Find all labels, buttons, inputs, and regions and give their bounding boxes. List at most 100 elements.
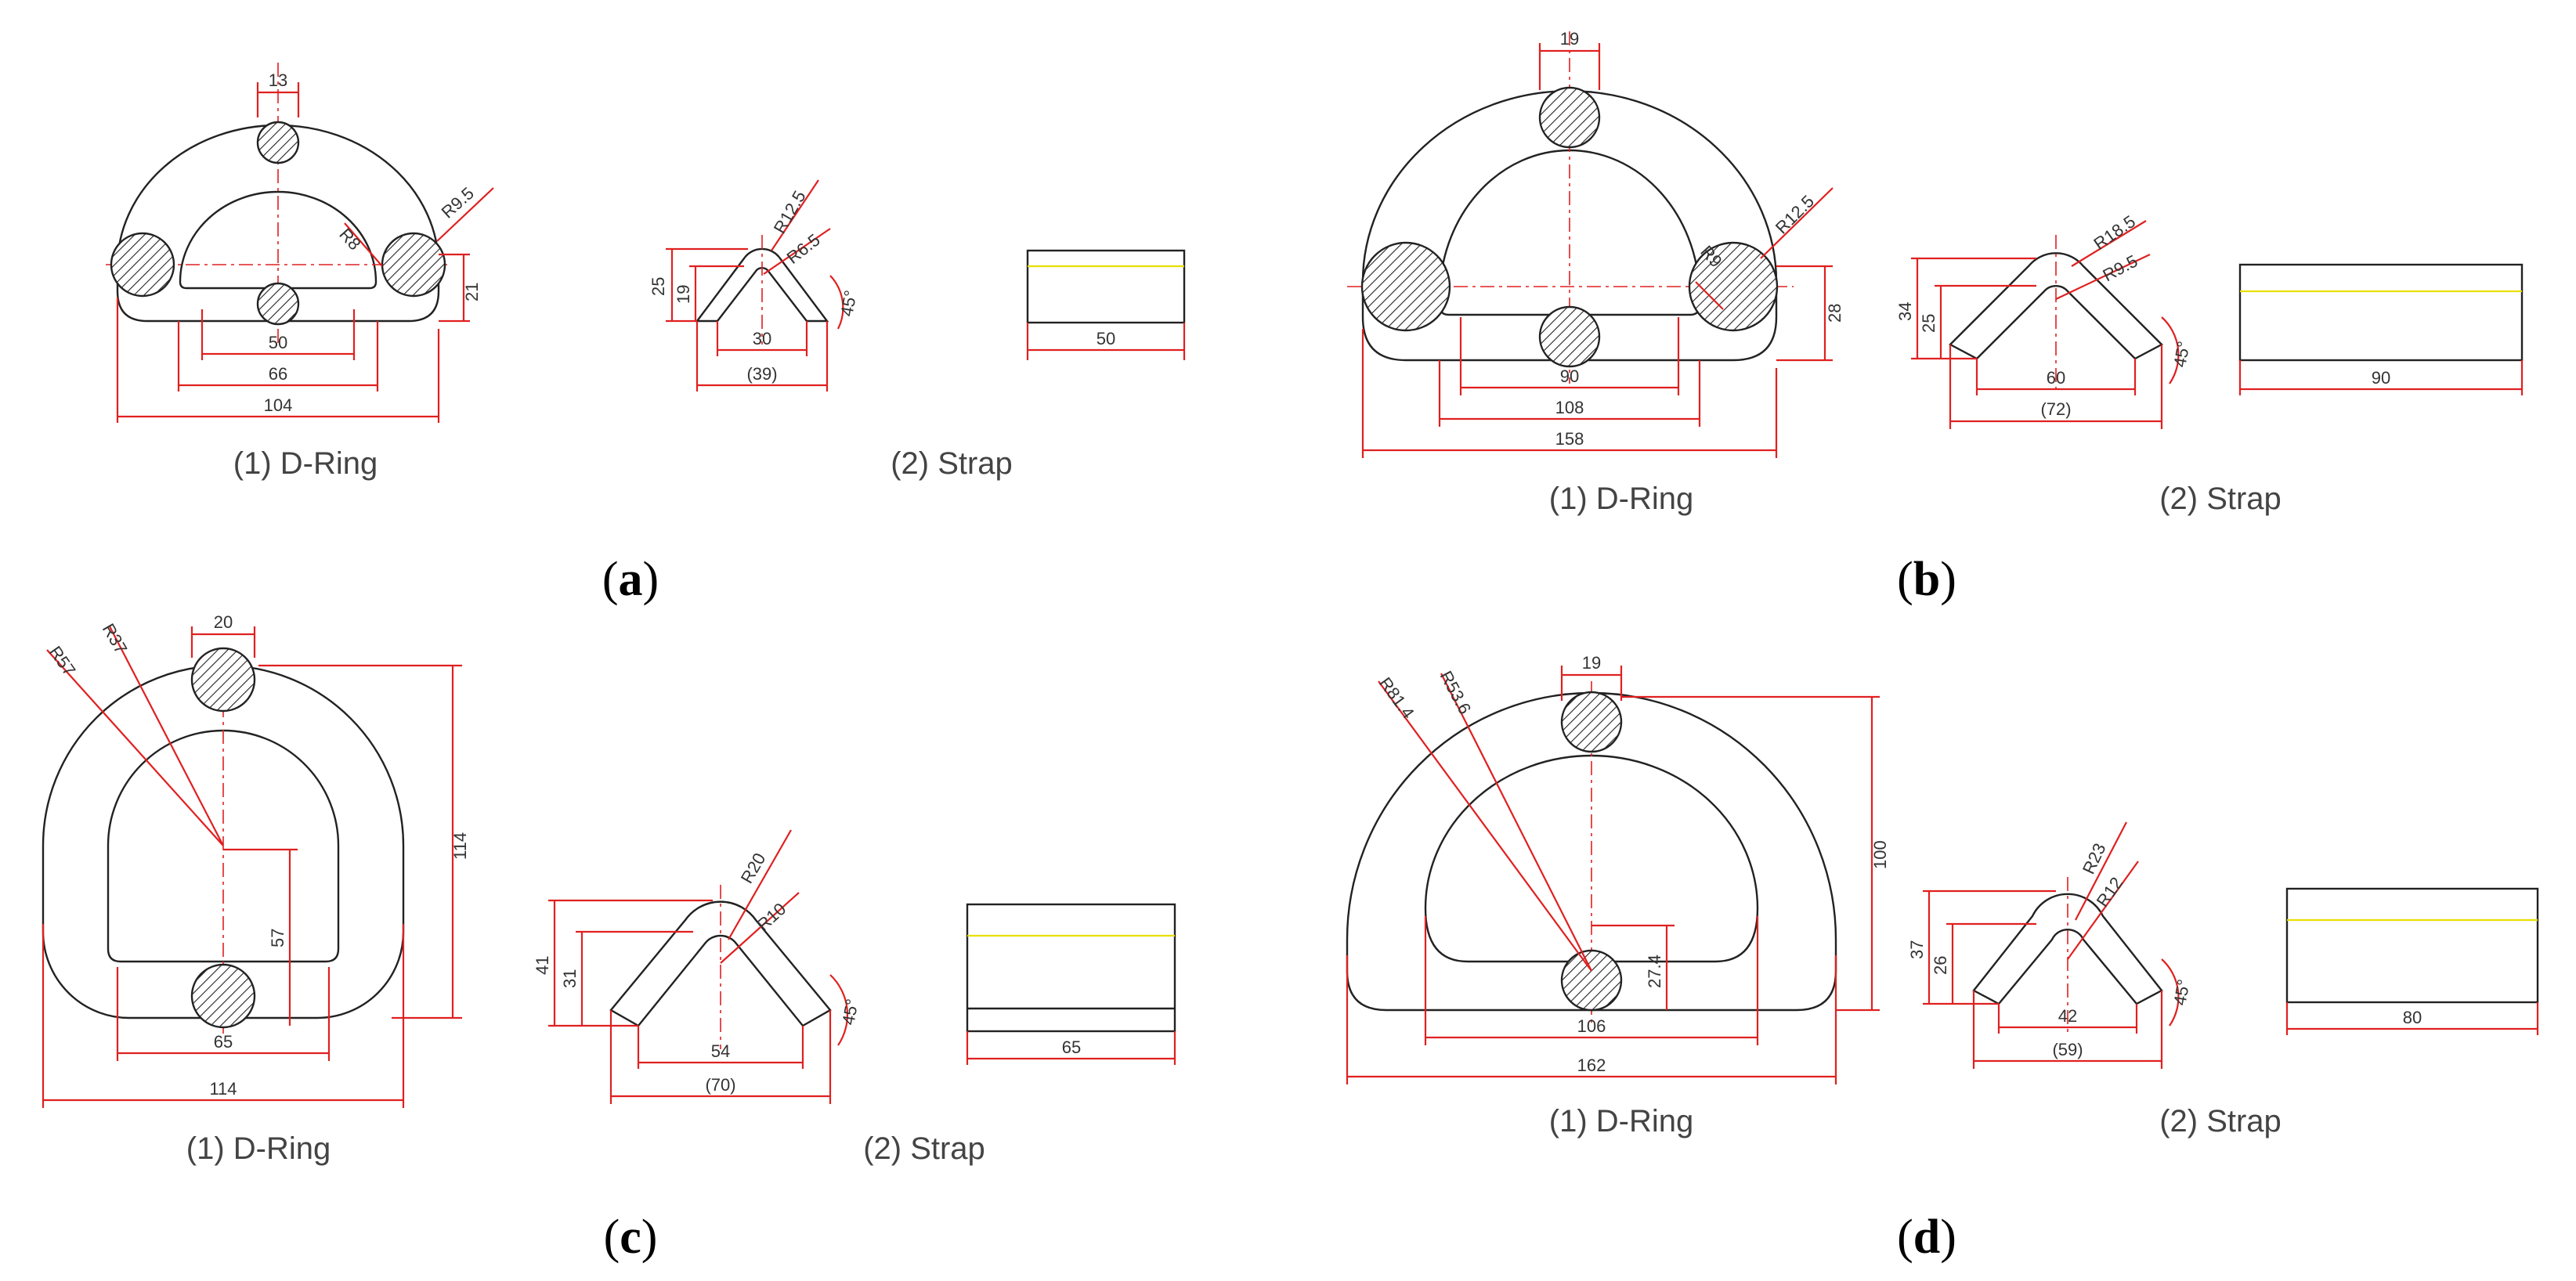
panel-label-d: (d) <box>1897 1211 1956 1264</box>
dim-strap-r-inner: R9.5 <box>2100 251 2141 286</box>
dim-height: 21 <box>462 283 482 301</box>
leader-strap-r-inner <box>720 892 800 964</box>
dim-height: 100 <box>1870 840 1890 869</box>
dim-height: 114 <box>450 832 470 860</box>
leader-strap-r-inner <box>763 228 831 275</box>
dim-d3: 162 <box>1577 1055 1606 1075</box>
caption-d-ring: (1) D-Ring <box>1549 1104 1693 1138</box>
caption-d-ring: (1) D-Ring <box>186 1131 331 1166</box>
dim-h-inner: 25 <box>1919 314 1938 333</box>
dim-length: 65 <box>1062 1037 1081 1057</box>
panel-label-a: (a) <box>602 553 659 606</box>
dim-strap-r-outer: R23 <box>2079 840 2110 877</box>
leader-strap-r-inner <box>2055 254 2151 300</box>
strap-plan-b: 90 <box>2238 263 2524 395</box>
angle-arc <box>829 275 844 330</box>
leader-strap-r-outer <box>2071 220 2147 267</box>
rod-section-left <box>1360 241 1451 332</box>
dim-w-outer: (72) <box>2040 399 2071 419</box>
caption-strap: (2) Strap <box>2159 1104 2282 1138</box>
strap-plan-outline <box>966 903 1176 1033</box>
dim-r-inner: R8 <box>335 225 364 254</box>
dim-angle: 45° <box>838 998 862 1027</box>
d-ring-outer-outline <box>42 664 405 1019</box>
strap-plan-outline <box>1026 249 1186 324</box>
leader-r-inner <box>1440 673 1592 972</box>
rod-section-bottom <box>1560 949 1623 1012</box>
dim-w-inner: 60 <box>2047 368 2065 388</box>
dim-h-outer: 25 <box>649 277 668 296</box>
panel-label-c: (c) <box>604 1211 658 1264</box>
dim-d2: 108 <box>1555 398 1584 417</box>
dim-rod: 19 <box>1560 29 1579 49</box>
dim-w-outer: (39) <box>746 364 777 384</box>
leader-r-outer <box>436 187 494 242</box>
angle-arc <box>2161 316 2180 384</box>
d-ring-inner-outline <box>107 729 340 963</box>
d-ring-outer-outline <box>1361 89 1778 362</box>
d-ring-outer-outline <box>116 124 440 323</box>
panel-c: 20 R57 R37 114 57 65 114 (1) D-Ring 41 <box>42 612 1176 1264</box>
panel-d: 19 R81.4 R53.6 100 27.4 106 162 (1) D-Ri… <box>1346 653 2539 1264</box>
leader-r-outer <box>1378 680 1592 972</box>
strap-plan-outline <box>2285 887 2539 1004</box>
rod-section-top <box>1560 691 1623 753</box>
dim-w-outer: (59) <box>2052 1040 2083 1059</box>
dim-length: 50 <box>1097 329 1115 348</box>
caption-strap: (2) Strap <box>891 446 1013 481</box>
strap-profile <box>695 247 829 323</box>
d-ring-drawing-b: 19 R12.5 R9 28 90 108 158 <box>1347 29 1844 458</box>
leader-r-outer <box>1760 187 1834 259</box>
dim-w-outer: (70) <box>705 1075 735 1095</box>
strap-plan-outline <box>2238 263 2524 362</box>
strap-drawing-a: 25 19 R12.5 R6.5 45° 30 (39) <box>649 179 861 392</box>
dim-r-outer: R57 <box>45 643 80 680</box>
dim-r-inner: R53.6 <box>1436 668 1476 718</box>
rod-section-top <box>256 121 300 164</box>
dim-inner-h: 27.4 <box>1645 954 1664 988</box>
rod-section-top <box>1538 86 1601 149</box>
dim-h-outer: 34 <box>1895 302 1915 321</box>
strap-profile <box>1949 252 2163 360</box>
dim-d3: 104 <box>264 395 293 415</box>
leader-strap-r-inner <box>2067 861 2139 960</box>
dim-h-inner: 26 <box>1931 956 1950 975</box>
d-ring-drawing-d: 19 R81.4 R53.6 100 27.4 106 162 <box>1346 653 1890 1084</box>
rod-section-bottom <box>190 963 256 1029</box>
dim-rod: 20 <box>214 612 233 632</box>
dim-angle: 45° <box>836 289 860 318</box>
rod-section-bottom <box>1538 305 1601 368</box>
dim-h-inner: 19 <box>674 285 693 304</box>
dim-w-inner: 30 <box>753 329 771 348</box>
dim-d2: 66 <box>269 364 287 384</box>
rod-section-right <box>381 232 446 298</box>
dim-h-outer: 41 <box>533 956 552 975</box>
strap-drawing-b: 34 25 R18.5 R9.5 45° 60 (72) <box>1895 211 2194 429</box>
dim-d1: 65 <box>214 1032 233 1052</box>
caption-strap: (2) Strap <box>863 1131 985 1166</box>
leader-r-inner <box>344 222 383 267</box>
rod-section-left <box>110 232 175 298</box>
dim-length: 80 <box>2403 1008 2422 1027</box>
d-ring-inner-outline <box>1438 149 1701 316</box>
strap-profile <box>1972 893 2163 1005</box>
strap-drawing-c: 41 31 R20 R10 45° 54 (70) <box>533 829 862 1104</box>
strap-drawing-d: 37 26 R23 R12 45° 42 (59) <box>1907 821 2194 1069</box>
d-ring-outer-outline <box>1346 691 1837 1012</box>
dim-strap-r-outer: R20 <box>737 850 770 886</box>
d-ring-drawing-a: 13 R9.5 R8 21 50 66 104 <box>106 63 494 423</box>
leader-strap-r-outer <box>2075 821 2127 921</box>
panel-label-b: (b) <box>1897 553 1956 606</box>
leader-r-inner <box>109 626 224 846</box>
dim-r-outer: R12.5 <box>1772 191 1818 237</box>
rod-section-top <box>190 647 256 713</box>
dim-length: 90 <box>2372 368 2390 388</box>
dim-h-inner: 31 <box>560 969 580 988</box>
angle-arc <box>2161 958 2180 1027</box>
dim-d1: 106 <box>1577 1016 1606 1036</box>
dim-d1: 50 <box>269 333 287 352</box>
caption-strap: (2) Strap <box>2159 482 2282 516</box>
dim-height: 28 <box>1825 304 1844 323</box>
panel-a: 13 R9.5 R8 21 50 66 104 (1) D-Ring 25 <box>106 63 1186 606</box>
dim-strap-r-outer: R12.5 <box>770 187 810 236</box>
